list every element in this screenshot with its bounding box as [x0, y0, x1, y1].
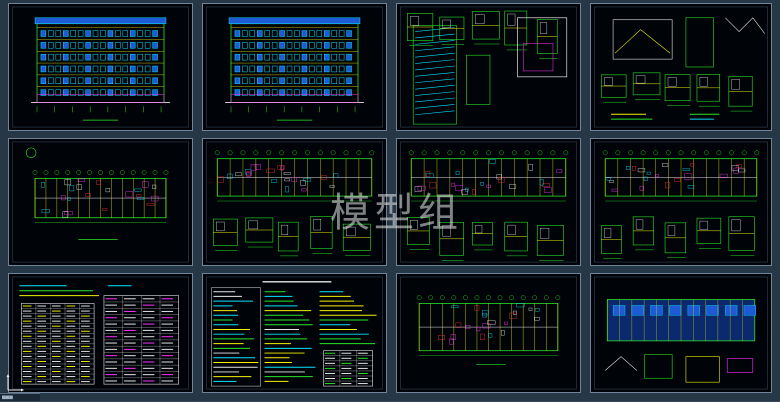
sheet-drawing [594, 276, 768, 390]
drawing-sheet-elevation[interactable] [8, 3, 193, 131]
sheet-drawing [12, 141, 189, 263]
sheet-drawing [206, 276, 383, 390]
drawing-sheet-roof-plan[interactable] [590, 273, 772, 393]
sheet-drawing [594, 141, 768, 263]
drawing-sheet-door-window-schedule[interactable] [8, 273, 193, 393]
drawing-sheet-stair-details[interactable] [396, 3, 581, 131]
status-bar: ■■■ [0, 393, 40, 401]
drawing-sheet-plan[interactable] [396, 273, 581, 393]
sheet-drawing [12, 6, 189, 128]
sheet-drawing [206, 6, 383, 128]
sheet-drawing [400, 141, 577, 263]
drawing-sheet-plan-with-details[interactable] [396, 138, 581, 266]
drawing-sheet-plan-single[interactable] [8, 138, 193, 266]
sheet-drawing [206, 141, 383, 263]
ucs-icon [6, 374, 24, 392]
drawing-sheet-plan-with-details[interactable] [202, 138, 387, 266]
drawing-sheet-node-details[interactable] [590, 3, 772, 131]
drawing-sheet-plan-with-details[interactable] [590, 138, 772, 266]
sheet-drawing [594, 6, 768, 128]
drawing-sheet-elevation[interactable] [202, 3, 387, 131]
sheet-drawing [12, 276, 189, 390]
sheet-drawing [400, 6, 577, 128]
sheet-drawing [400, 276, 577, 390]
drawing-sheet-design-notes[interactable] [202, 273, 387, 393]
